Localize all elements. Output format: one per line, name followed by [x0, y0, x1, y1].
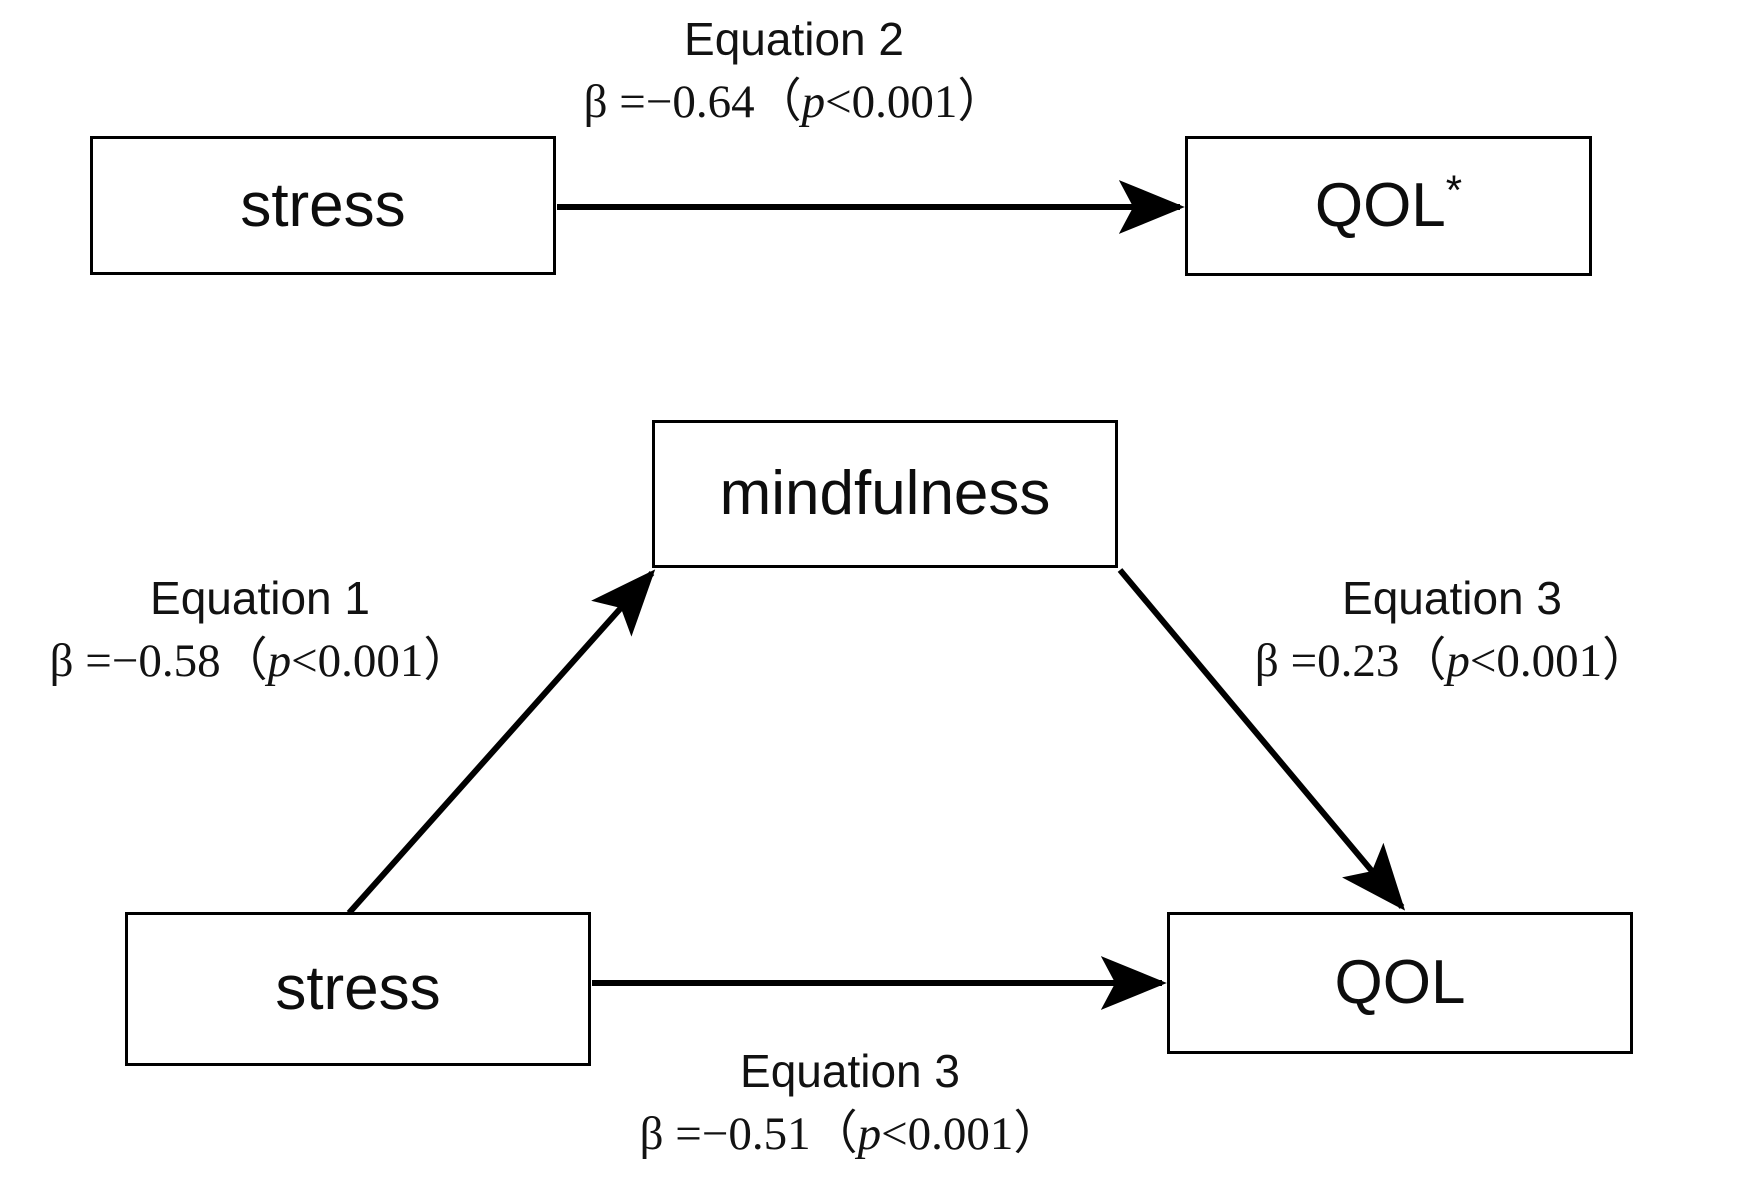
node-stress-bottom[interactable]: stress [125, 912, 591, 1066]
equation-3-right-name: Equation 3 [1342, 572, 1562, 624]
equation-1-name: Equation 1 [150, 572, 370, 624]
equation-3-right-statistic: β =0.23（p<0.001） [1254, 634, 1650, 687]
equation-2-statistic: β =−0.64（p<0.001） [583, 75, 1005, 128]
node-qol-top[interactable]: QOL* [1185, 136, 1592, 276]
edge-label-equation-2: Equation 2 β =−0.64（p<0.001） [569, 13, 1019, 128]
edge-label-equation-3-right: Equation 3 β =0.23（p<0.001） [1192, 572, 1712, 687]
edge-label-equation-3-bottom: Equation 3 β =−0.51（p<0.001） [600, 1045, 1100, 1160]
node-mindfulness[interactable]: mindfulness [652, 420, 1118, 568]
node-qol-top-asterisk: * [1445, 166, 1463, 214]
node-mindfulness-label: mindfulness [719, 459, 1051, 528]
equation-1-statistic: β =−0.58（p<0.001） [49, 634, 471, 687]
equation-3-bottom-statistic: β =−0.51（p<0.001） [639, 1107, 1061, 1160]
equation-2-name: Equation 2 [684, 13, 904, 65]
node-qol-bottom[interactable]: QOL [1167, 912, 1633, 1054]
node-stress-top-label: stress [240, 170, 406, 240]
node-stress-top[interactable]: stress [90, 136, 556, 275]
node-qol-top-text: QOL [1314, 171, 1446, 240]
edge-label-equation-1: Equation 1 β =−0.58（p<0.001） [10, 572, 510, 687]
node-stress-bottom-label: stress [275, 954, 441, 1023]
node-qol-bottom-label: QOL [1334, 948, 1466, 1017]
node-qol-top-label: QOL* [1315, 169, 1462, 237]
equation-3-bottom-name: Equation 3 [740, 1045, 960, 1097]
